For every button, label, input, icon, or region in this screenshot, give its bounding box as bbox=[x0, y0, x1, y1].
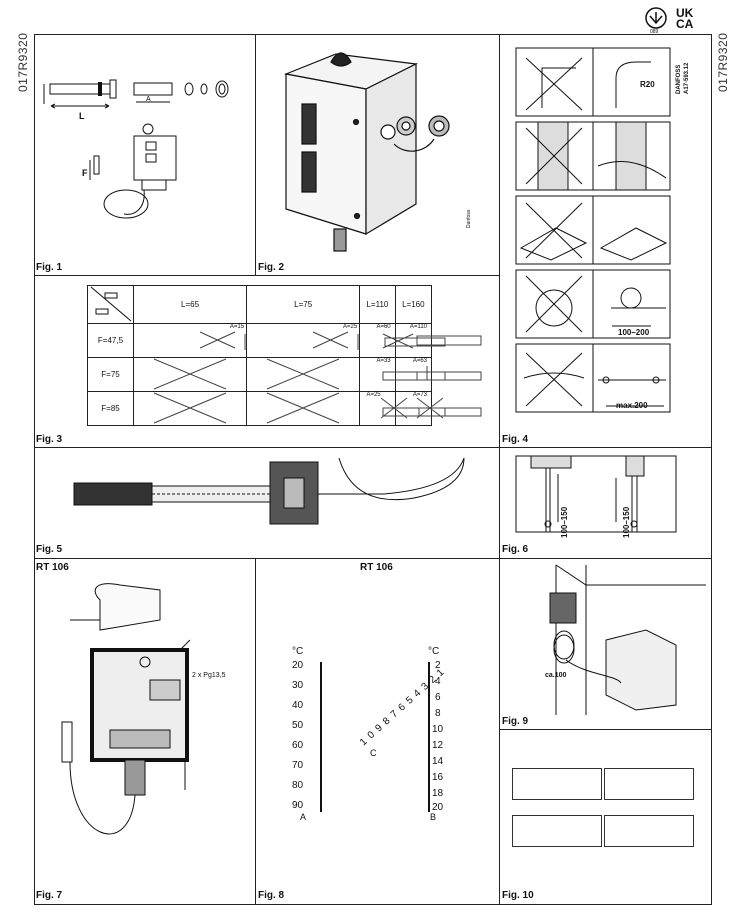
fig4-code: A17-593.12 bbox=[684, 62, 690, 94]
fig1-label-l: L bbox=[79, 111, 85, 121]
fig7-caption: Fig. 7 bbox=[36, 890, 63, 901]
fig3-col-1: L=65 bbox=[132, 285, 248, 324]
fig4-drawing bbox=[515, 47, 671, 413]
fig8-scale-left-bar bbox=[320, 662, 322, 812]
ukca-mark-circle bbox=[645, 7, 667, 29]
fig8-unit-left: °C bbox=[292, 646, 304, 657]
fig10-panel-3 bbox=[512, 815, 602, 847]
fig3-row-2: F=75 bbox=[87, 357, 134, 392]
fig8-unit-right: °C bbox=[428, 646, 440, 657]
fig3-corner-icon bbox=[87, 285, 134, 324]
page-frame bbox=[34, 34, 712, 905]
fig8-caption: Fig. 8 bbox=[258, 890, 285, 901]
fig4-caption: Fig. 4 bbox=[502, 434, 529, 445]
doc-number-left: 017R9320 bbox=[16, 32, 30, 92]
fig9-dist: ca.100 bbox=[545, 672, 567, 679]
fig6-dist-1: 100–150 bbox=[560, 506, 569, 538]
doc-number-right: 017R9320 bbox=[716, 32, 730, 92]
fig4-radius: R20 bbox=[640, 80, 655, 89]
fig1-label-a: A bbox=[146, 96, 151, 103]
fig2-code: Danfoss bbox=[466, 209, 472, 228]
fig3-table: L=65 L=75 L=110 L=160 F=47,5 A=15 A=25 A… bbox=[87, 285, 482, 426]
fig4-brand: DANFOSS bbox=[676, 64, 682, 94]
fig1-drawing bbox=[43, 79, 229, 219]
fig3-caption: Fig. 3 bbox=[36, 434, 63, 445]
fig2-caption: Fig. 2 bbox=[258, 262, 285, 273]
fig8-letter-b: B bbox=[430, 812, 437, 822]
fig8-letter-c: C bbox=[370, 748, 377, 758]
fig3-row-3: F=85 bbox=[87, 391, 134, 426]
fig3-col-4: L=160 bbox=[394, 285, 433, 324]
fig10-panel-1 bbox=[512, 768, 602, 800]
fig10-panel-2 bbox=[604, 768, 694, 800]
fig10-panel-4 bbox=[604, 815, 694, 847]
fig10-caption: Fig. 10 bbox=[502, 890, 534, 901]
fig5-caption: Fig. 5 bbox=[36, 544, 63, 555]
fig8-scale-right-bar bbox=[428, 662, 430, 812]
fig7-heading: RT 106 bbox=[36, 562, 69, 573]
fig6-caption: Fig. 6 bbox=[502, 544, 529, 555]
fig6-drawing bbox=[515, 455, 677, 533]
fig3-col-3: L=110 bbox=[359, 285, 396, 324]
fig5-drawing bbox=[73, 457, 465, 525]
fig8-letter-a: A bbox=[300, 812, 307, 822]
fig4-max: max.200 bbox=[616, 401, 648, 410]
fig4-dist: 100–200 bbox=[618, 328, 650, 337]
fig9-drawing bbox=[549, 564, 706, 715]
fig1-label-f: F bbox=[82, 168, 88, 178]
fig7-drawing bbox=[61, 583, 191, 835]
fig2-drawing bbox=[283, 52, 450, 252]
fig7-pg: 2 x Pg13,5 bbox=[192, 672, 226, 679]
fig3-col-2: L=75 bbox=[246, 285, 361, 324]
mark-code: 089 bbox=[650, 29, 659, 35]
fig8-heading: RT 106 bbox=[360, 562, 393, 573]
fig9-caption: Fig. 9 bbox=[502, 716, 529, 727]
fig1-caption: Fig. 1 bbox=[36, 262, 63, 273]
fig6-dist-2: 100–150 bbox=[622, 506, 631, 538]
fig3-row-1: F=47,5 bbox=[87, 323, 134, 358]
